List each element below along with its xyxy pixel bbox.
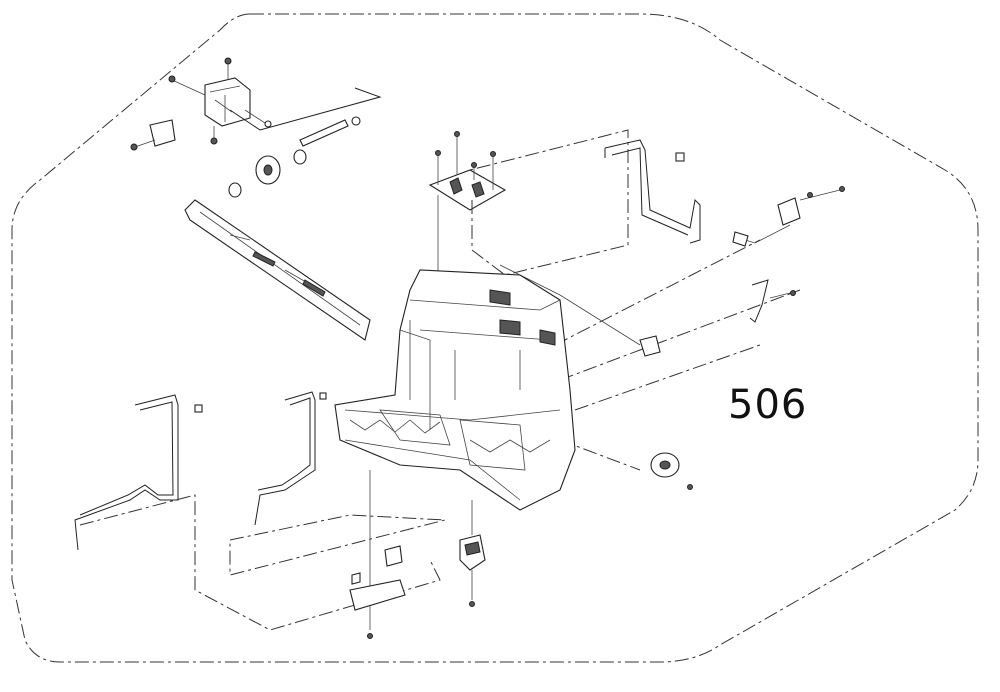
bottom-brackets: [349, 470, 486, 639]
flat-cable-left: [74, 391, 446, 631]
assembly-boundary: [11, 13, 979, 663]
flat-cable-top: [469, 129, 701, 276]
assembly-number-label: 506: [728, 382, 808, 428]
board-with-screws: [428, 131, 507, 290]
pulley-shaft: [228, 116, 361, 198]
sensor-bracket: [732, 186, 845, 323]
motor-bracket: [130, 57, 382, 151]
carriage-rail: [184, 199, 371, 341]
connector: [639, 335, 661, 357]
main-frame: [334, 269, 576, 511]
roller-gear: [650, 452, 693, 490]
